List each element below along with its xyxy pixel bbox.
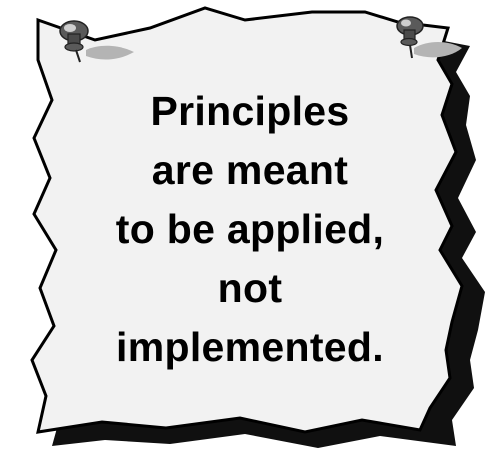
- paper-body: [30, 6, 464, 434]
- pushpin-icon: [59, 20, 134, 63]
- message-line-2: are meant: [151, 147, 349, 193]
- message-line-4: not: [217, 265, 283, 311]
- message-line-3: to be applied,: [115, 206, 385, 252]
- message-line-5: implemented.: [116, 324, 384, 370]
- message-line-1: Principles: [150, 88, 350, 134]
- poster-message: Principles are meant to be applied, not …: [70, 82, 430, 377]
- pushpin-icon: [396, 16, 462, 59]
